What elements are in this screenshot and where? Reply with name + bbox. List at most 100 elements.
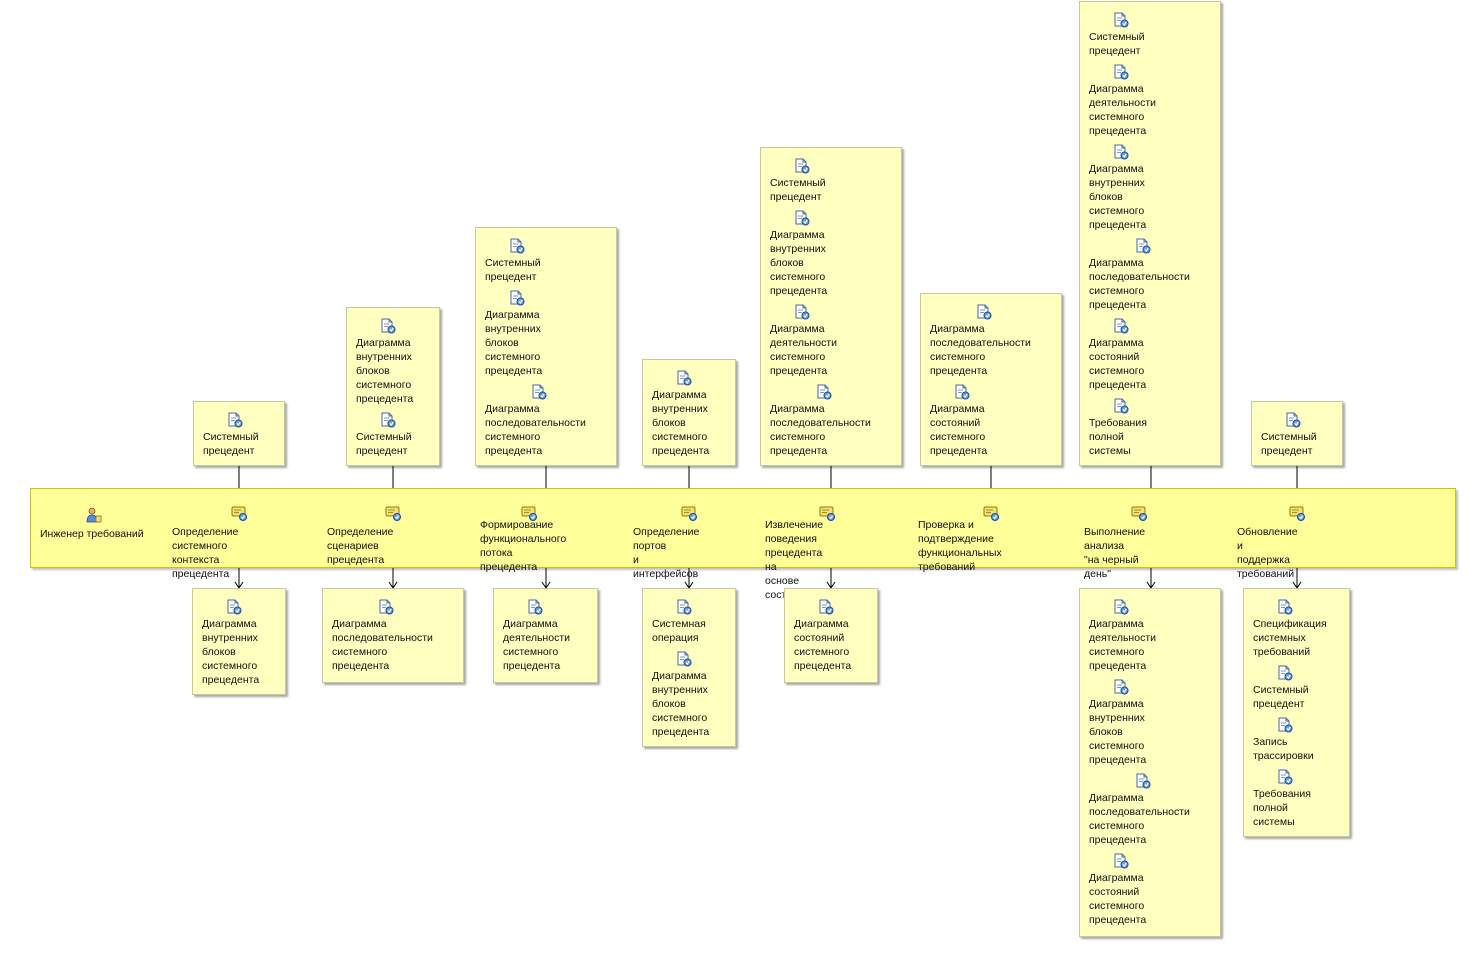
- artifact-label: Диаграмма состояний системного прецедент…: [794, 618, 852, 672]
- artifact-icon: [228, 412, 243, 428]
- artifact-label: Системный прецедент: [1253, 684, 1309, 710]
- artifact-icon: [1278, 665, 1293, 681]
- output-artifacts-box: Диаграмма внутренних блоков системного п…: [192, 588, 286, 695]
- task-icon: [819, 506, 835, 521]
- task-label: Формирование функционального потока прец…: [480, 519, 567, 573]
- artifact-label: Системный прецедент: [485, 257, 541, 283]
- artifact-label: Диаграмма состояний системного прецедент…: [1089, 872, 1147, 926]
- artifact-icon: [1114, 398, 1129, 414]
- artifact-icon: [1136, 238, 1151, 254]
- artifact-icon: [1136, 773, 1151, 789]
- artifact-icon: [819, 599, 834, 615]
- task-label: Обновление и поддержка требований: [1237, 526, 1298, 580]
- output-artifacts-box: Диаграмма деятельности системного прецед…: [493, 588, 598, 683]
- task-icon: [1289, 506, 1305, 521]
- artifact-label: Диаграмма состояний системного прецедент…: [930, 403, 988, 457]
- artifact-icon: [1114, 853, 1129, 869]
- artifact-icon: [1278, 769, 1293, 785]
- artifact-icon: [532, 384, 547, 400]
- artifact-label: Диаграмма последовательности системного …: [770, 403, 871, 457]
- artifact-label: Диаграмма последовательности системного …: [1089, 792, 1190, 846]
- artifact-icon: [795, 158, 810, 174]
- artifact-label: Диаграмма последовательности системного …: [930, 323, 1031, 377]
- task-label: Проверка и подтверждение функциональных …: [918, 519, 1002, 573]
- task-icon: [681, 506, 697, 521]
- artifact-icon: [817, 384, 832, 400]
- role-swimlane: [30, 488, 1456, 568]
- artifact-icon: [1114, 12, 1129, 28]
- artifact-label: Спецификация системных требований: [1253, 618, 1327, 658]
- artifact-icon: [977, 304, 992, 320]
- artifact-icon: [1286, 412, 1301, 428]
- artifact-icon: [677, 370, 692, 386]
- artifact-icon: [677, 599, 692, 615]
- artifact-label: Диаграмма последовательности системного …: [332, 618, 433, 672]
- artifact-label: Диаграмма деятельности системного прецед…: [770, 323, 837, 377]
- artifact-label: Диаграмма деятельности системного прецед…: [1089, 618, 1156, 672]
- artifact-label: Системная операция: [652, 618, 706, 644]
- task-icon: [521, 506, 537, 521]
- artifact-icon: [1278, 599, 1293, 615]
- task-icon: [983, 506, 999, 521]
- artifact-label: Требования полной системы: [1089, 417, 1147, 457]
- artifact-label: Системный прецедент: [770, 177, 826, 203]
- artifact-label: Диаграмма последовательности системного …: [1089, 257, 1190, 311]
- artifact-icon: [1114, 318, 1129, 334]
- artifact-label: Диаграмма внутренних блоков системного п…: [202, 618, 260, 686]
- artifact-icon: [1278, 717, 1293, 733]
- artifact-label: Диаграмма внутренних блоков системного п…: [1089, 698, 1147, 766]
- task-label: Определение системного контекста прецеде…: [172, 526, 239, 580]
- task-label: Определение портов и интерфейсов: [633, 526, 700, 580]
- artifact-label: Системный прецедент: [356, 431, 412, 457]
- artifact-icon: [795, 210, 810, 226]
- artifact-label: Диаграмма состояний системного прецедент…: [1089, 337, 1147, 391]
- artifact-label: Диаграмма последовательности системного …: [485, 403, 586, 457]
- artifact-label: Требования полной системы: [1253, 788, 1311, 828]
- artifact-label: Диаграмма внутренних блоков системного п…: [485, 309, 543, 377]
- artifact-label: Системный прецедент: [203, 431, 259, 457]
- task-icon: [1131, 506, 1147, 521]
- artifact-label: Диаграмма внутренних блоков системного п…: [652, 670, 710, 738]
- artifact-icon: [510, 238, 525, 254]
- artifact-icon: [955, 384, 970, 400]
- artifact-icon: [1114, 679, 1129, 695]
- task-label: Выполнение анализа "на черный день": [1084, 526, 1146, 580]
- artifact-icon: [379, 599, 394, 615]
- role-icon: [86, 507, 102, 523]
- input-artifacts-box: Системный прецедент: [1251, 401, 1343, 466]
- artifact-label: Диаграмма внутренних блоков системного п…: [652, 389, 710, 457]
- artifact-label: Диаграмма внутренних блоков системного п…: [1089, 163, 1147, 231]
- artifact-icon: [381, 318, 396, 334]
- artifact-label: Диаграмма внутренних блоков системного п…: [356, 337, 414, 405]
- artifact-label: Диаграмма деятельности системного прецед…: [1089, 83, 1156, 137]
- artifact-icon: [795, 304, 810, 320]
- artifact-label: Системный прецедент: [1089, 31, 1145, 57]
- artifact-label: Запись трассировки: [1253, 736, 1314, 762]
- artifact-icon: [510, 290, 525, 306]
- artifact-icon: [528, 599, 543, 615]
- task-label: Определение сценариев прецедента: [327, 526, 394, 566]
- artifact-icon: [1114, 599, 1129, 615]
- task-icon: [385, 506, 401, 521]
- artifact-label: Диаграмма внутренних блоков системного п…: [770, 229, 828, 297]
- artifact-label: Системный прецедент: [1261, 431, 1317, 457]
- output-artifacts-box: Диаграмма состояний системного прецедент…: [784, 588, 878, 683]
- artifact-icon: [381, 412, 396, 428]
- artifact-icon: [227, 599, 242, 615]
- input-artifacts-box: Системный прецедент: [193, 401, 285, 466]
- input-artifacts-box: Диаграмма последовательности системного …: [920, 293, 1062, 466]
- artifact-label: Диаграмма деятельности системного прецед…: [503, 618, 570, 672]
- output-artifacts-box: Диаграмма последовательности системного …: [322, 588, 464, 683]
- input-artifacts-box: Диаграмма внутренних блоков системного п…: [346, 307, 440, 466]
- role-label: Инженер требований: [40, 528, 144, 540]
- input-artifacts-box: Диаграмма внутренних блоков системного п…: [642, 359, 736, 466]
- artifact-icon: [677, 651, 692, 667]
- task-icon: [231, 506, 247, 521]
- artifact-icon: [1114, 64, 1129, 80]
